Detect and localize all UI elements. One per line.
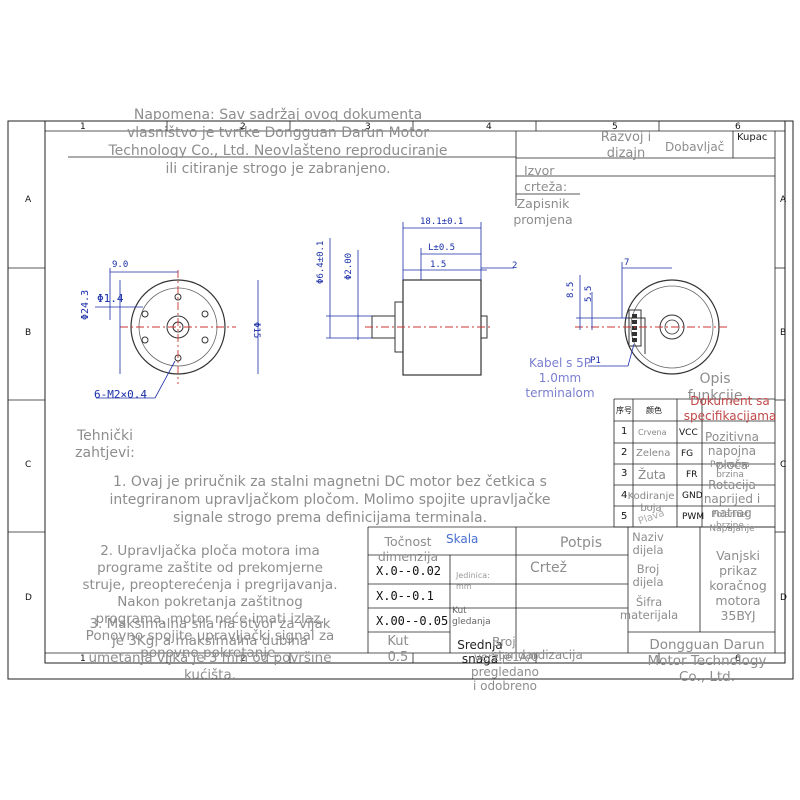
spec-table-lines (613, 398, 775, 528)
spec-row-4-desc: Napajanje (709, 524, 755, 534)
col-label-3: 3 (365, 122, 371, 132)
col-label-4: 4 (486, 122, 492, 132)
row-ticks (8, 131, 785, 653)
col-label-2-bottom: 2 (240, 654, 246, 664)
customer-label: Kupac (737, 132, 768, 143)
tolerance-2: X.0--0.1 (376, 589, 434, 603)
supplier-label: Dobavljač (665, 140, 725, 154)
row-label-a-right: A (780, 195, 787, 205)
side-view (326, 222, 514, 376)
title-block-lines (367, 526, 775, 653)
spec-row-3-desc: Rotacija naprijed i natrag (703, 478, 761, 520)
inner-border (44, 120, 786, 664)
notice-line: ili citiranje strogo je zabranjeno. (165, 161, 391, 177)
dim-9: 9.0 (112, 260, 129, 270)
header-block-lines (68, 131, 775, 206)
spec-row-3-color: Žuta (638, 468, 666, 482)
rear-view (575, 262, 730, 375)
spec-row-2-color: Zelena (636, 448, 671, 459)
dim-p1: P1 (590, 356, 601, 366)
ownership-notice: Napomena: Sav sadržaj ovog dokumenta vla… (68, 106, 488, 178)
spec-row-1-no: 1 (621, 426, 628, 437)
dim-7: 7 (624, 258, 630, 268)
dim-holes: 6-M2×0.4 (94, 388, 147, 401)
spec-row-1-color: Crvena (638, 428, 667, 437)
dim-phi-24-3: Φ24.3 (80, 289, 91, 320)
dim-phi-6-4: Φ6.4±0.1 (316, 240, 326, 284)
dim-l: L±0.5 (428, 243, 456, 253)
spec-row-4-no: 4 (621, 490, 628, 501)
dim-phi-1-4: Φ1.4 (97, 292, 124, 305)
row-label-b-right: B (780, 328, 787, 338)
col-label-5: 5 (612, 122, 618, 132)
dim-5-5: 5.5 (584, 285, 594, 302)
dim-1-5: 1.5 (430, 260, 447, 270)
row-label-c-right: C (780, 460, 787, 470)
drawn-label: Crtež (530, 560, 567, 576)
row-label-b: B (25, 328, 32, 338)
version-label: verzije1A/0 (474, 650, 539, 664)
row-label-d: D (25, 593, 32, 603)
tolerance-1: X.0--0.02 (376, 564, 442, 578)
tech-req-item-1: 1. Ovaj je priručnik za stalni magnetni … (109, 474, 551, 526)
notice-line: Napomena: Sav sadržaj ovog dokumenta (133, 107, 423, 123)
spec-row-2-signal: FG (681, 449, 694, 459)
dim-phi-15: Φ15 (251, 322, 261, 339)
spec-row-1-signal: VCC (679, 428, 698, 438)
notice-line: Technology Co., Ltd. Neovlašteno reprodu… (108, 143, 448, 159)
spec-row-2-desc: Povratna brzina (710, 460, 750, 480)
dim-2: 2 (512, 261, 518, 271)
col-label-1-bottom: 1 (80, 654, 86, 664)
row-label-d-right: D (780, 593, 787, 603)
spec-row-2-no: 2 (621, 447, 628, 458)
signature-label: Potpis (560, 535, 603, 551)
tolerance-3: X.00--0.05 (376, 614, 449, 628)
notice-line: vlasništvo je tvrtke Dongguan Darun Moto… (126, 125, 430, 141)
unit-label: Jedinica:mm (456, 571, 490, 591)
spec-row-5-signal: PWM (682, 512, 705, 522)
spec-row-5-no: 5 (621, 511, 628, 522)
scale-label: Skala (446, 532, 479, 546)
col-label-1: 1 (80, 122, 86, 132)
row-label-c: C (25, 460, 32, 470)
col-label-6: 6 (735, 122, 741, 132)
spec-row-3-no: 3 (621, 468, 628, 479)
spec-row-5-desc: Polaritet brzine (711, 510, 749, 531)
dim-18-1: 18.1±0.1 (420, 217, 464, 227)
spec-row-3-signal: FR (686, 470, 698, 480)
spec-row-4-signal: GND (682, 491, 703, 501)
spec-row-4-color: Kodiranje boja (627, 491, 675, 514)
dim-phi-2: Φ2.00 (344, 252, 354, 280)
col-header-no: 序号 (616, 406, 632, 415)
column-ticks (166, 121, 660, 663)
row-label-a: A (25, 195, 32, 205)
col-label-2: 2 (240, 122, 246, 132)
front-view (95, 268, 259, 399)
spec-row-1-desc: Pozitivna napojna ploča (705, 430, 759, 472)
col-header-color: 颜色 (646, 406, 662, 415)
col-label-6-bottom: 6 (735, 654, 741, 664)
dim-8-5: 8.5 (566, 281, 576, 298)
